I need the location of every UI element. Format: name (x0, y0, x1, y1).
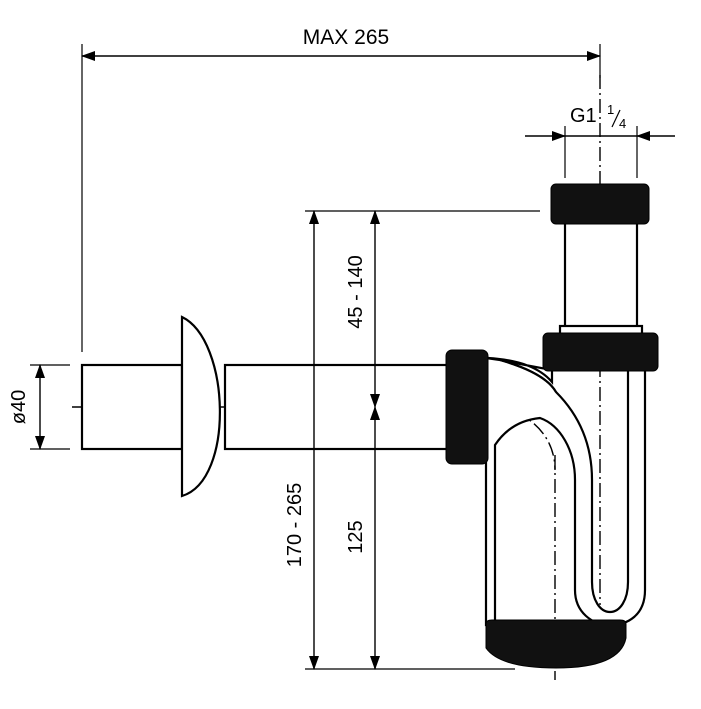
wall-rosette (180, 315, 221, 498)
inlet-pipe (80, 363, 452, 451)
middle-nut (542, 332, 659, 372)
upper-height-label: 45 - 140 (345, 255, 367, 328)
top-nut (550, 183, 650, 225)
tailpiece-pipe (563, 220, 639, 332)
diameter-label: ø40 (8, 390, 30, 424)
total-height-label: 170 - 265 (284, 483, 306, 568)
max-length-label: MAX 265 (303, 26, 389, 49)
inlet-nut (445, 349, 489, 465)
lower-height-label: 125 (345, 520, 367, 553)
thread-fraction-numerator: 1 (607, 102, 614, 117)
thread-dimension: G1 1 4 (525, 102, 675, 141)
thread-label: G1 (570, 105, 597, 127)
thread-fraction-denominator: 4 (619, 116, 626, 131)
trap-body (484, 356, 647, 627)
bottom-cap (485, 619, 627, 669)
